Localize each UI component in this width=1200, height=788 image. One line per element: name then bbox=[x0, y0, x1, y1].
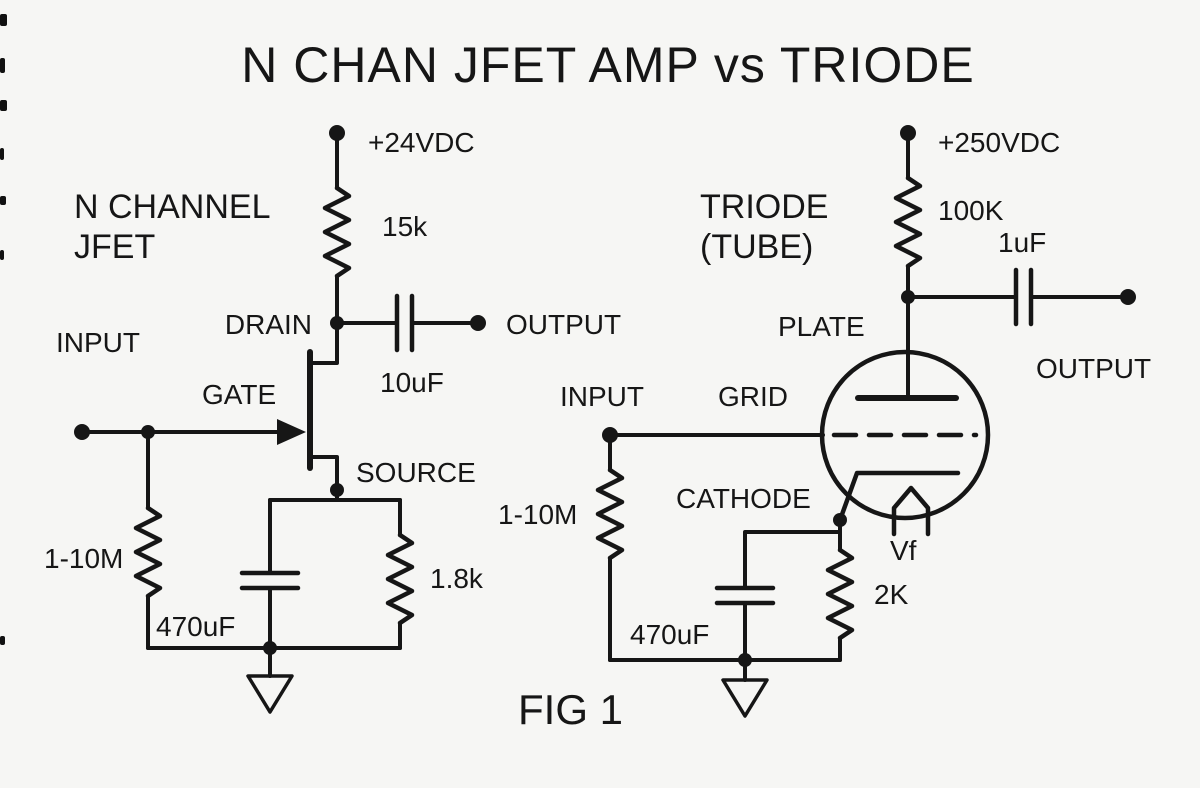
jfet-supply-label: +24VDC bbox=[368, 127, 475, 158]
triode-input-label: INPUT bbox=[560, 381, 644, 412]
triode-output-cap-label: 1uF bbox=[998, 227, 1046, 258]
jfet-bypass-cap-label: 470uF bbox=[156, 611, 235, 642]
triode-plate-resistor bbox=[893, 175, 923, 269]
jfet-gate-junction bbox=[141, 425, 155, 439]
jfet-source-resistor-label: 1.8k bbox=[430, 563, 484, 594]
scan-artifacts bbox=[0, 14, 7, 645]
jfet-ground-junction bbox=[263, 641, 277, 655]
triode-filament bbox=[891, 485, 931, 537]
triode-grid-resistor bbox=[595, 467, 625, 561]
triode-output-terminal bbox=[1120, 289, 1136, 305]
jfet-circuit: +24VDC 15k N CHANNEL JFET DRAIN OUTPUT 1… bbox=[44, 125, 621, 714]
triode-bypass-cap-plates bbox=[714, 585, 776, 606]
triode-output-label: OUTPUT bbox=[1036, 353, 1151, 384]
jfet-output-cap-plates bbox=[394, 293, 415, 353]
jfet-ground-symbol bbox=[246, 674, 294, 714]
jfet-section-title-line1: N CHANNEL bbox=[74, 188, 270, 226]
figure-caption: FIG 1 bbox=[518, 686, 623, 733]
jfet-input-terminal bbox=[74, 424, 90, 440]
triode-cathode-node bbox=[833, 513, 847, 527]
triode-ground-symbol bbox=[721, 678, 769, 718]
jfet-drain-lead bbox=[308, 321, 339, 365]
triode-cathode-resistor bbox=[825, 547, 855, 641]
triode-supply-terminal bbox=[900, 125, 916, 141]
triode-bypass-cap-label: 470uF bbox=[630, 619, 709, 650]
jfet-drain-resistor bbox=[322, 185, 352, 279]
triode-output-cap-plates bbox=[1013, 267, 1034, 327]
triode-bypass-branch-wire bbox=[743, 530, 842, 590]
triode-section-title-line2: (TUBE) bbox=[700, 228, 813, 266]
jfet-source-node bbox=[330, 483, 344, 497]
triode-input-terminal bbox=[602, 427, 618, 443]
triode-grid-resistor-label: 1-10M bbox=[498, 499, 577, 530]
jfet-gate-resistor bbox=[133, 505, 163, 599]
jfet-source-label: SOURCE bbox=[356, 457, 476, 488]
triode-circuit: +250VDC 100K 1uF TRIODE (TUBE) PLATE OUT… bbox=[498, 125, 1151, 718]
triode-supply-label: +250VDC bbox=[938, 127, 1060, 158]
jfet-supply-terminal bbox=[329, 125, 345, 141]
triode-plate-resistor-label: 100K bbox=[938, 195, 1004, 226]
triode-grid-label: GRID bbox=[718, 381, 788, 412]
jfet-drain-label: DRAIN bbox=[225, 309, 312, 340]
triode-cathode-resistor-label: 2K bbox=[874, 579, 909, 610]
triode-cathode-label: CATHODE bbox=[676, 483, 811, 514]
jfet-output-terminal bbox=[470, 315, 486, 331]
jfet-input-label: INPUT bbox=[56, 327, 140, 358]
triode-filament-label: Vf bbox=[890, 535, 917, 566]
jfet-bypass-cap-plates bbox=[239, 570, 301, 591]
triode-plate-node bbox=[901, 290, 915, 304]
triode-cathode bbox=[837, 470, 961, 523]
diagram-title: N CHAN JFET AMP vs TRIODE bbox=[241, 37, 974, 93]
jfet-output-label: OUTPUT bbox=[506, 309, 621, 340]
triode-ground-junction bbox=[738, 653, 752, 667]
jfet-source-resistor bbox=[385, 532, 415, 626]
jfet-source-lead bbox=[308, 455, 339, 492]
jfet-gate-label: GATE bbox=[202, 379, 276, 410]
jfet-gate-resistor-label: 1-10M bbox=[44, 543, 123, 574]
triode-section-title-line1: TRIODE bbox=[700, 188, 828, 226]
triode-plate-label: PLATE bbox=[778, 311, 865, 342]
jfet-drain-node bbox=[330, 316, 344, 330]
jfet-gate-arrow bbox=[277, 419, 306, 445]
jfet-output-cap-label: 10uF bbox=[380, 367, 444, 398]
jfet-drain-resistor-label: 15k bbox=[382, 211, 428, 242]
jfet-section-title-line2: JFET bbox=[74, 228, 155, 266]
